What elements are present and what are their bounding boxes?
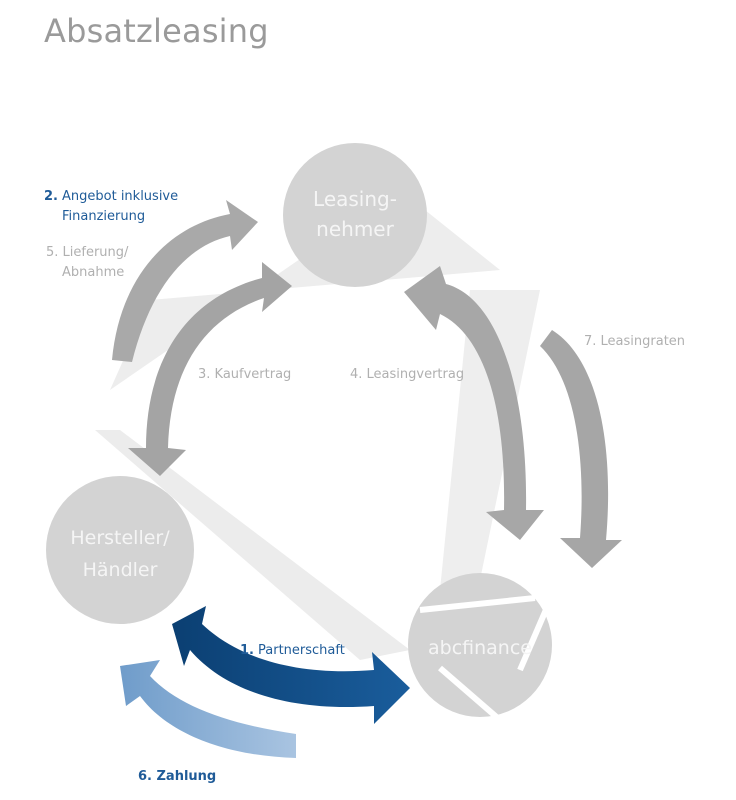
arrow-step4 [404,266,544,540]
arrow-step2 [112,200,258,362]
step2-line1: Angebot inklusive [62,189,178,204]
step2-number: 2. [44,189,58,204]
step6-label: 6. Zahlung [138,769,216,784]
arrow-step3 [128,262,292,476]
finance-logo-cut-2 [438,665,502,723]
step2-line2: Finanzierung [62,209,145,224]
node-finance-label: abcfinance [428,637,532,659]
triangle-band-right [440,290,540,590]
triangle-band-bottom [95,430,410,660]
page-title: Absatzleasing [44,12,269,50]
step7-label: 7. Leasingraten [584,334,685,349]
node-lessee-line1: Leasing- [313,187,397,211]
finance-logo-cut-1 [419,595,536,613]
finance-logo-cut-3 [517,603,551,672]
step4-label: 4. Leasingvertrag [350,367,464,382]
step1-label: Partnerschaft [258,643,345,658]
node-dealer-line1: Hersteller/ [70,527,170,549]
step5-line2: Abnahme [62,265,124,280]
arrow-step7 [540,330,622,568]
node-dealer-line2: Händler [83,559,158,581]
arrow-step6 [120,660,296,758]
node-lessee-line2: nehmer [316,217,394,241]
step5-line1: 5. Lieferung/ [46,245,129,260]
step1-number: 1. [240,643,254,658]
step3-label: 3. Kaufvertrag [198,367,291,382]
arrow-step1 [172,606,410,724]
node-dealer-circle [46,476,194,624]
node-lessee-circle [283,143,427,287]
